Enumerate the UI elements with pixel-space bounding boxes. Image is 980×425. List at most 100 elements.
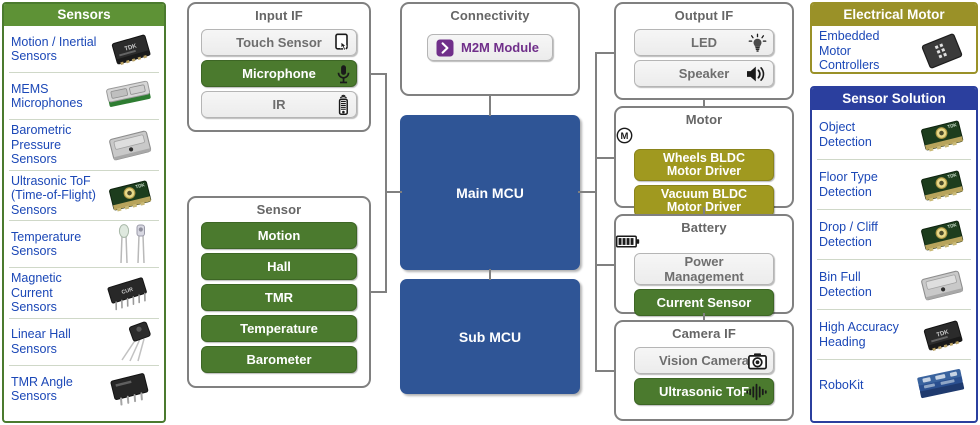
battery-title: Battery [615, 216, 792, 248]
black-msop-chip-image [103, 369, 157, 409]
vision-camera-button[interactable]: Vision Camera [634, 347, 774, 374]
sensor-panel-title: Sensor [256, 202, 302, 217]
sub-mcu-block[interactable]: Sub MCU [400, 279, 580, 394]
main-mcu-block[interactable]: Main MCU [400, 115, 580, 270]
led-button[interactable]: LED [634, 29, 774, 56]
connector-output-if [595, 52, 616, 54]
current-sensor-button[interactable]: Current Sensor [634, 289, 774, 316]
power-management-label-line1: Power [684, 254, 724, 269]
connector-left-bus-lower [385, 192, 387, 293]
input-if-title: Input IF [255, 8, 303, 23]
input-if-panel: Input IF Touch Sensor Microphone IR [187, 2, 371, 132]
connector-main-to-sub-mcu [489, 269, 491, 280]
output-if-panel: Output IF LED Speaker [614, 2, 794, 100]
svg-text:CUR: CUR [121, 287, 134, 296]
connector-left-to-main-mcu [385, 191, 402, 193]
speaker-button[interactable]: Speaker [634, 60, 774, 87]
remote-control-icon [337, 94, 350, 115]
barometer-label: Barometer [246, 352, 312, 367]
robokit-board-image [913, 366, 969, 404]
temperature-button[interactable]: Temperature [201, 315, 357, 342]
connector-input-if [371, 73, 387, 75]
camera-if-panel: Camera IF Vision Camera Ultrasonic ToF [614, 320, 794, 421]
output-if-items: LED Speaker [616, 23, 792, 87]
svg-text:TDK: TDK [947, 222, 958, 229]
connector-motor-to-battery [703, 207, 705, 215]
power-management-label-line2: Management [664, 269, 744, 284]
connector-sensor-panel [371, 291, 387, 293]
connector-right-bus [595, 52, 597, 372]
green-tof-module-image: TDK [103, 176, 157, 214]
ir-button[interactable]: IR [201, 91, 357, 118]
tmr-label: TMR [264, 290, 294, 305]
hall-button[interactable]: Hall [201, 253, 357, 280]
m2m-module-button[interactable]: M2M Module [427, 34, 553, 61]
tof-wave-icon [746, 383, 767, 400]
electrical-motor-title: Electrical Motor [812, 4, 976, 26]
sub-mcu-label: Sub MCU [458, 328, 522, 345]
connector-battery [595, 264, 616, 266]
tmr-button[interactable]: TMR [201, 284, 357, 311]
sensor-solution-title: Sensor Solution [812, 88, 976, 110]
microphone-button[interactable]: Microphone [201, 60, 357, 87]
hall-label: Hall [267, 259, 291, 274]
connector-camera-if [595, 370, 616, 372]
black-qfn-chip-image: TDK [105, 30, 157, 68]
green-tof-module-image: TDK [915, 166, 969, 204]
camera-if-title: Camera IF [672, 326, 736, 341]
wheels-bldc-motor-driver-label-line1: Wheels BLDC [663, 151, 745, 165]
barometer-button[interactable]: Barometer [201, 346, 357, 373]
motor-title: Motor M [616, 108, 792, 144]
lightbulb-icon [748, 33, 767, 52]
led-label: LED [691, 35, 717, 50]
connector-main-mcu-to-right-bus [578, 191, 597, 193]
connector-connectivity-to-main-mcu [489, 95, 491, 116]
connectivity-title: Connectivity [450, 8, 530, 23]
ultrasonic-tof-label: Ultrasonic ToF [658, 384, 750, 399]
catalog-row-label: RoboKit [819, 377, 864, 392]
catalog-row-robokit[interactable]: RoboKit [817, 360, 971, 410]
motion-button[interactable]: Motion [201, 222, 357, 249]
output-if-title: Output IF [674, 8, 734, 23]
svg-text:TDK: TDK [124, 43, 138, 52]
connector-output-to-motor [703, 99, 705, 107]
speaker-icon [746, 65, 767, 82]
motor-title-label: Motor [685, 112, 723, 127]
input-if-items: Touch Sensor Microphone IR [189, 23, 369, 118]
catalog-row-ultrasonic-tof[interactable]: Ultrasonic ToF(Time-of-Flight)Sensors TD… [9, 171, 159, 221]
touch-sensor-button[interactable]: Touch Sensor [201, 29, 357, 56]
catalog-row-label: Ultrasonic ToF(Time-of-Flight)Sensors [11, 173, 96, 217]
ultrasonic-tof-button[interactable]: Ultrasonic ToF [634, 378, 774, 405]
